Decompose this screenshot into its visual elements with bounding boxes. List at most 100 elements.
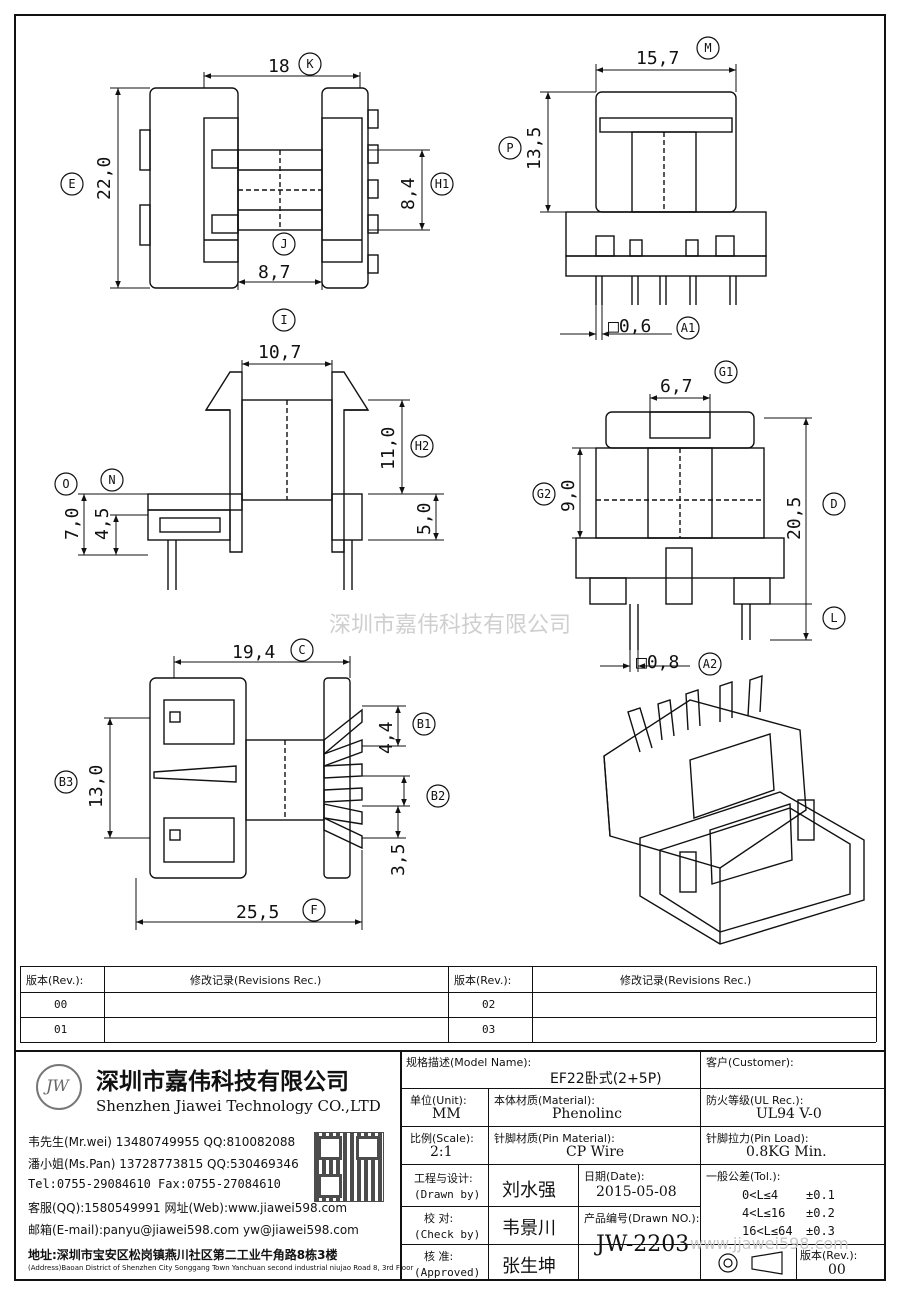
drawing-svg: 深圳市嘉伟科技有限公司 18 15,7 22,0 13,5 8,4 8,7 □0… xyxy=(54,36,865,945)
label-k: K xyxy=(298,52,322,76)
svg-text:P: P xyxy=(506,141,513,155)
label-i: I xyxy=(272,308,296,332)
tol-range-2: 4<L≤16 xyxy=(742,1206,786,1220)
rev-value: 00 xyxy=(828,1262,846,1278)
label-e: E xyxy=(60,172,84,196)
approved-value: 张生坤 xyxy=(502,1256,556,1277)
projection-symbol-icon xyxy=(712,1250,790,1276)
pin-material-label: 针脚材质(Pin Material): xyxy=(494,1132,615,1145)
company-name-cn: 深圳市嘉伟科技有限公司 xyxy=(96,1069,349,1095)
scale-label: 比例(Scale): xyxy=(410,1132,474,1145)
material-value: Phenolinc xyxy=(552,1106,622,1122)
check-value: 韦景川 xyxy=(502,1218,556,1239)
dim-f-value: 25,5 xyxy=(236,902,279,923)
dimension-letters: K M E P H1 J A1 I G1 H2 O N G2 D L A2 C … xyxy=(54,36,846,922)
dim-h2-value: 11,0 xyxy=(378,427,399,470)
unit-label: 单位(Unit): xyxy=(410,1094,467,1107)
dim-a1-value: □0,6 xyxy=(608,316,651,337)
date-value: 2015-05-08 xyxy=(596,1184,677,1200)
svg-text:F: F xyxy=(310,903,317,917)
drawn-no-value: JW-2203 xyxy=(596,1232,690,1257)
view-isometric xyxy=(603,675,865,945)
watermark-text: 深圳市嘉伟科技有限公司 xyxy=(329,613,571,638)
url-watermark: www.jjawei598.com xyxy=(690,1234,849,1253)
view-mid-right xyxy=(572,394,812,672)
rec-label: 防火等级(UL Rec.): xyxy=(706,1094,804,1107)
tol-val-1: ±0.1 xyxy=(806,1188,835,1202)
svg-text:B1: B1 xyxy=(417,717,431,731)
drawn-label-en: (Drawn by) xyxy=(414,1188,481,1201)
label-a1: A1 xyxy=(676,316,700,340)
label-m: M xyxy=(696,36,720,60)
rev-row-01: 01 xyxy=(54,1023,68,1036)
dim-b1-value: 4,4 xyxy=(376,721,397,754)
svg-text:B2: B2 xyxy=(431,789,445,803)
sheet-frame xyxy=(14,14,886,1281)
label-d: D xyxy=(822,492,846,516)
dim-e-value: 22,0 xyxy=(94,157,115,200)
check-label: 校 对: xyxy=(424,1212,454,1225)
dim-a2-value: □0,8 xyxy=(636,652,679,673)
rev-label: 版本(Rev.): xyxy=(800,1249,858,1262)
label-b3: B3 xyxy=(54,770,78,794)
rev-row-02: 02 xyxy=(482,998,496,1011)
pin-load-value: 0.8KG Min. xyxy=(746,1144,827,1160)
dim-o-value: 7,0 xyxy=(62,507,83,540)
rev-row-03: 03 xyxy=(482,1023,496,1036)
label-j: J xyxy=(272,232,296,256)
contact-email: 邮箱(E-mail):panyu@jiawei598.com yw@jiawei… xyxy=(28,1223,359,1237)
dim-m-value: 15,7 xyxy=(636,48,679,69)
dim-g2-value: 9,0 xyxy=(558,479,579,512)
dim-n-value: 4,5 xyxy=(92,507,113,540)
rec-value: UL94 V-0 xyxy=(756,1106,822,1122)
svg-text:L: L xyxy=(830,611,837,625)
label-n: N xyxy=(100,468,124,492)
rev-header-right: 版本(Rev.): xyxy=(454,974,512,987)
company-logo: JW xyxy=(36,1064,82,1110)
svg-text:D: D xyxy=(830,497,837,511)
address-en: (Address)Baoan District of Shenzhen City… xyxy=(28,1264,414,1272)
scale-value: 2:1 xyxy=(430,1144,453,1160)
tol-val-2: ±0.2 xyxy=(806,1206,835,1220)
outline-group xyxy=(78,64,865,945)
svg-text:G2: G2 xyxy=(537,487,551,501)
view-mid-left xyxy=(78,360,444,590)
svg-text:A2: A2 xyxy=(703,657,717,671)
label-b2: B2 xyxy=(426,784,450,808)
qr-code xyxy=(314,1132,384,1202)
label-h2: H2 xyxy=(410,434,434,458)
dim-g1-value: 6,7 xyxy=(660,376,693,397)
label-f: F xyxy=(302,898,326,922)
rec-header-left: 修改记录(Revisions Rec.) xyxy=(190,974,322,987)
contact-wei: 韦先生(Mr.wei) 13480749955 QQ:810082088 xyxy=(28,1135,296,1149)
tol-val-3: ±0.3 xyxy=(806,1224,835,1238)
rev-header-left: 版本(Rev.): xyxy=(26,974,84,987)
dim-b3-value: 13,0 xyxy=(86,765,107,808)
svg-text:E: E xyxy=(68,177,75,191)
pin-load-label: 针脚拉力(Pin Load): xyxy=(706,1132,809,1145)
label-a2: A2 xyxy=(698,652,722,676)
dim-d-value: 20,5 xyxy=(784,497,805,540)
rev-row-00: 00 xyxy=(54,998,68,1011)
svg-text:J: J xyxy=(280,237,287,251)
customer-label: 客户(Customer): xyxy=(706,1056,794,1069)
label-l: L xyxy=(822,606,846,630)
drawn-label: 工程与设计: xyxy=(414,1172,473,1185)
contact-tel-fax: Tel:0755-29084610 Fax:0755-27084610 xyxy=(28,1177,281,1191)
view-top-right xyxy=(540,64,767,340)
approved-label-en: (Approved) xyxy=(414,1266,481,1279)
contact-qq-web: 客服(QQ):1580549991 网址(Web):www.jiawei598.… xyxy=(28,1201,348,1215)
logo-text: JW xyxy=(46,1076,69,1095)
dim-c-value: 19,4 xyxy=(232,642,275,663)
dim-b4-value: 3,5 xyxy=(388,843,409,876)
dimension-values: 18 15,7 22,0 13,5 8,4 8,7 □0,6 10,7 6,7 … xyxy=(62,48,805,923)
material-label: 本体材质(Material): xyxy=(494,1094,595,1107)
view-top-left xyxy=(110,72,430,290)
tol-label: 一般公差(Tol.): xyxy=(706,1170,781,1183)
rec-header-right: 修改记录(Revisions Rec.) xyxy=(620,974,752,987)
svg-text:H1: H1 xyxy=(435,177,449,191)
tol-range-3: 16<L≤64 xyxy=(742,1224,793,1238)
svg-text:A1: A1 xyxy=(681,321,695,335)
drawn-value: 刘水强 xyxy=(502,1180,556,1201)
label-g1: G1 xyxy=(714,360,738,384)
